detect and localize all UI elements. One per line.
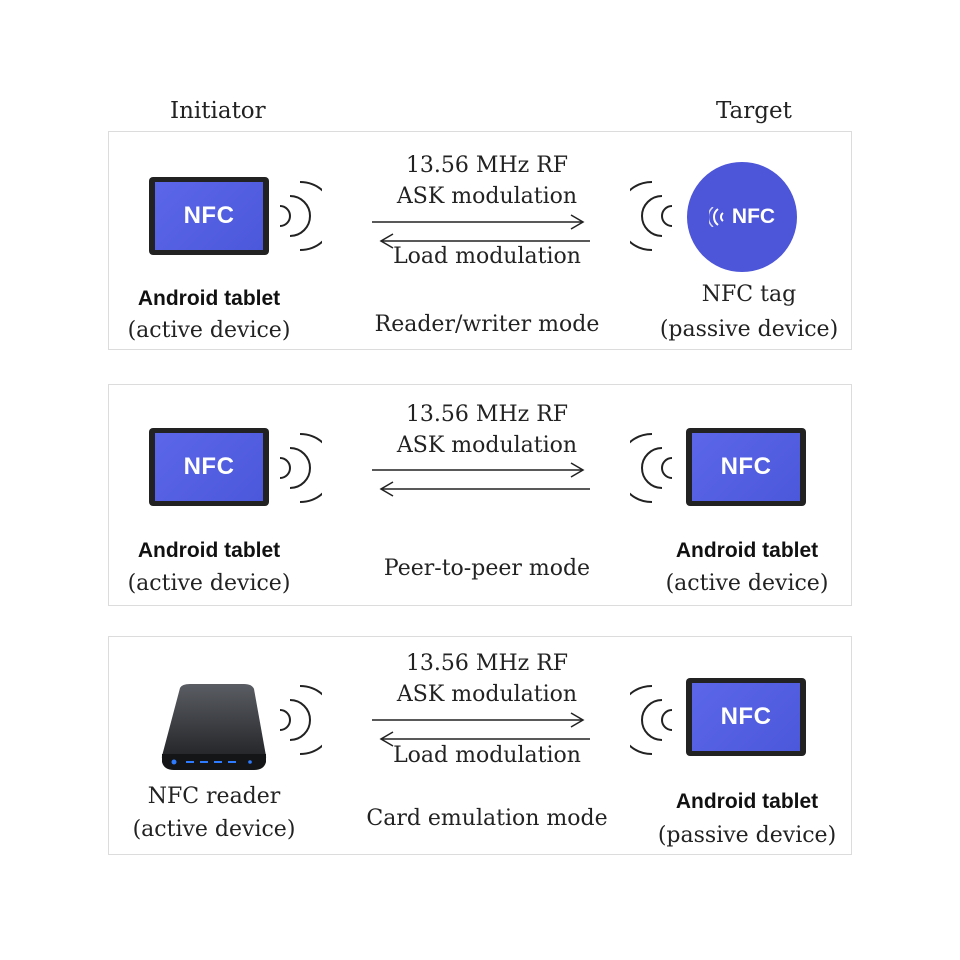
signal-waves-icon xyxy=(630,181,673,251)
target-header: Target xyxy=(716,98,792,124)
reader-writer-panel xyxy=(108,131,852,350)
modulation-label: ASK modulation xyxy=(396,433,578,458)
left-device-role: (active device) xyxy=(132,817,296,842)
return-arrow-icon xyxy=(379,481,590,497)
left-device-name: NFC reader xyxy=(147,784,281,809)
signal-waves-icon xyxy=(630,685,673,755)
android-tablet-device: NFC xyxy=(149,428,269,506)
right-device-name: Android tablet xyxy=(675,539,819,562)
frequency-label: 13.56 MHz RF xyxy=(405,651,569,676)
nfc-logo-text: NFC xyxy=(720,453,772,480)
forward-arrow-icon xyxy=(372,462,585,478)
android-tablet-device: NFC xyxy=(149,177,269,255)
left-device-name: Android tablet xyxy=(137,539,281,562)
forward-arrow-icon xyxy=(372,214,585,230)
modulation-label: ASK modulation xyxy=(396,682,578,707)
card-emulation-panel xyxy=(108,636,852,855)
left-device-name: Android tablet xyxy=(137,287,281,310)
right-device-name: NFC tag xyxy=(701,282,797,307)
right-device-role: (active device) xyxy=(665,571,829,596)
right-device-role: (passive device) xyxy=(657,823,837,848)
android-tablet-device: NFC xyxy=(686,678,806,756)
mode-label: Reader/writer mode xyxy=(374,312,600,337)
mode-label: Card emulation mode xyxy=(366,806,608,831)
return-modulation-label: Load modulation xyxy=(393,244,581,269)
return-modulation-label: Load modulation xyxy=(393,743,581,768)
signal-waves-icon xyxy=(630,433,673,503)
frequency-label: 13.56 MHz RF xyxy=(405,402,569,427)
android-tablet-device: NFC xyxy=(686,428,806,506)
nfc-logo-text: NFC xyxy=(720,703,772,730)
left-device-role: (active device) xyxy=(127,318,291,343)
right-device-role: (passive device) xyxy=(659,317,839,342)
nfc-logo-text: NFC xyxy=(183,453,235,480)
modulation-label: ASK modulation xyxy=(396,184,578,209)
return-arrow-icon xyxy=(379,731,590,747)
nfc-tag-icon: NFC xyxy=(687,162,797,272)
initiator-header: Initiator xyxy=(170,98,266,124)
nfc-signal-icon xyxy=(708,207,724,227)
left-device-role: (active device) xyxy=(127,571,291,596)
nfc-logo-text: NFC xyxy=(183,202,235,229)
nfc-logo-text: NFC xyxy=(731,205,776,228)
right-device-name: Android tablet xyxy=(675,790,819,813)
nfc-reader-icon xyxy=(161,684,267,770)
return-arrow-icon xyxy=(379,233,590,249)
signal-waves-icon xyxy=(279,433,322,503)
frequency-label: 13.56 MHz RF xyxy=(405,153,569,178)
forward-arrow-icon xyxy=(372,712,585,728)
mode-label: Peer-to-peer mode xyxy=(383,556,591,581)
signal-waves-icon xyxy=(279,685,322,755)
signal-waves-icon xyxy=(279,181,322,251)
peer-to-peer-panel xyxy=(108,384,852,606)
